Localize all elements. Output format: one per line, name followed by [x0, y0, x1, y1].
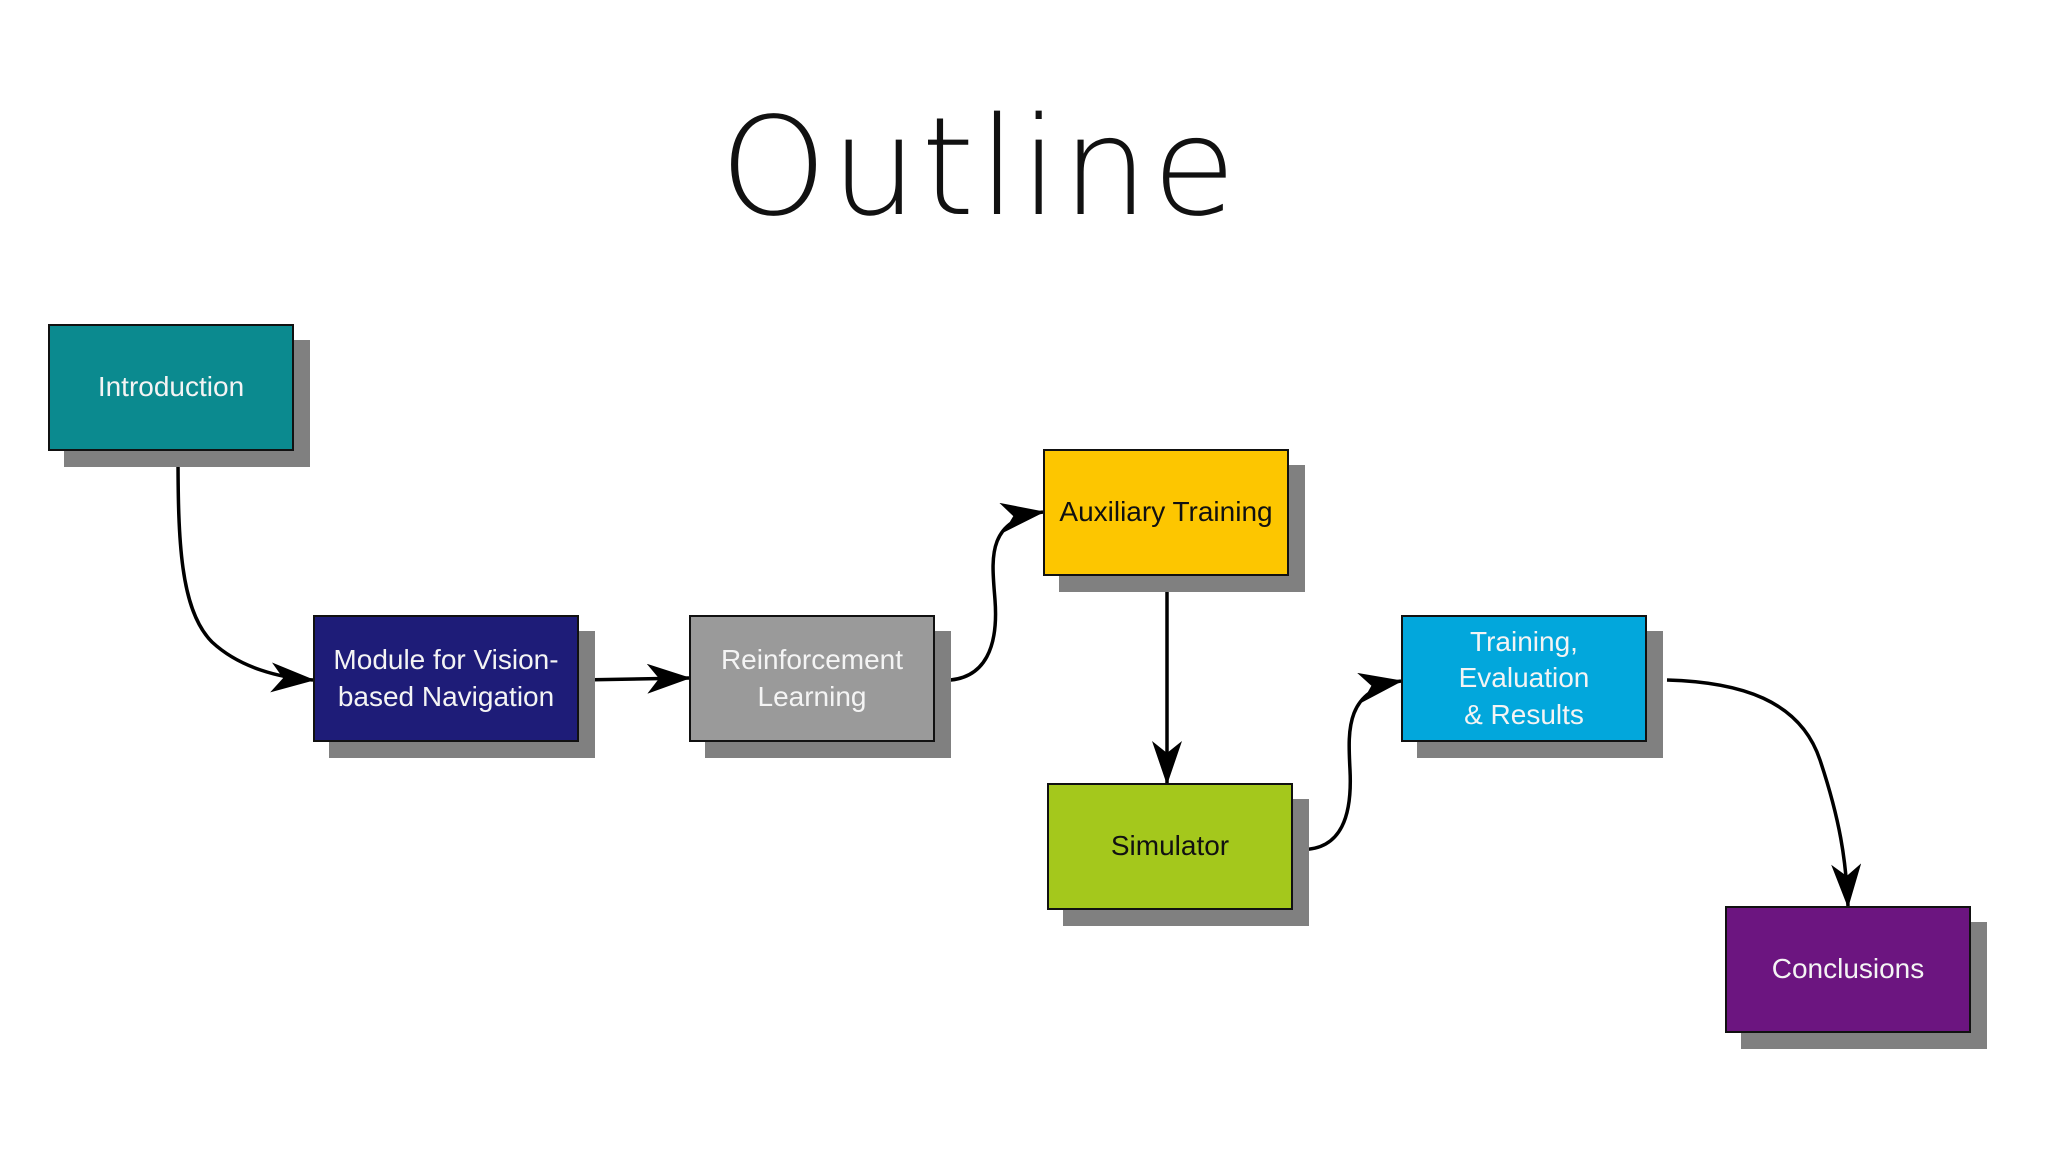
node-training-evaluation-results: Training, Evaluation & Results [1401, 615, 1647, 742]
node-label: Module for Vision- based Navigation [333, 644, 559, 712]
node-reinforcement-learning: Reinforcement Learning [689, 615, 935, 742]
node-label: Auxiliary Training [1059, 496, 1273, 528]
node-simulator: Simulator [1047, 783, 1293, 910]
node-introduction: Introduction [48, 324, 294, 451]
node-label: Introduction [97, 371, 245, 403]
edge-sim-to-train [1292, 672, 1403, 852]
node-label: Conclusions [1771, 953, 1925, 985]
node-label: Reinforcement Learning [720, 644, 904, 712]
slide-title: Outline [719, 89, 1240, 247]
edge-intro-to-module [176, 451, 315, 693]
node-label: Training, Evaluation & Results [1458, 625, 1590, 730]
node-label: Simulator [1110, 830, 1230, 862]
node-module-vision-navigation: Module for Vision- based Navigation [313, 615, 579, 742]
node-auxiliary-training: Auxiliary Training [1043, 449, 1289, 576]
edge-rl-to-aux [934, 502, 1045, 682]
edge-module-to-rl [578, 663, 691, 694]
edge-train-to-concl [1666, 678, 1862, 908]
node-conclusions: Conclusions [1725, 906, 1971, 1033]
